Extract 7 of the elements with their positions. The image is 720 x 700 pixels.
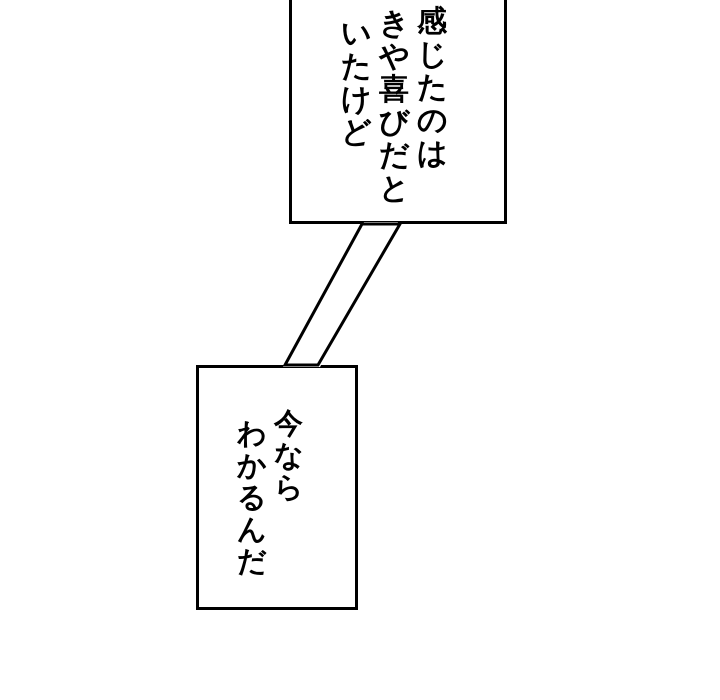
- vertical-text: きや喜びだと: [379, 7, 409, 205]
- vertical-text: 感じたのは: [417, 5, 447, 170]
- vertical-text: わかるんだ: [237, 418, 266, 578]
- caption-box: [196, 365, 358, 610]
- vertical-text: 今なら: [274, 408, 303, 504]
- speech-tail: [282, 222, 403, 366]
- vertical-text: いたけど: [341, 17, 371, 149]
